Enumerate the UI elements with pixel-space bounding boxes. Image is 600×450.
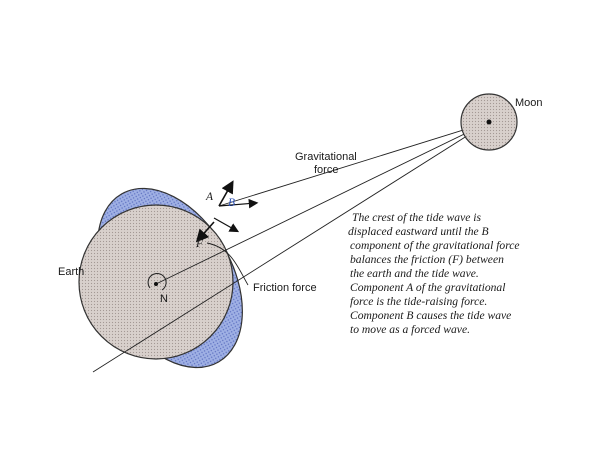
component-a-arrow: [218, 180, 234, 207]
gravitational-label-1: Gravitational: [295, 151, 357, 163]
friction-label: Friction force: [253, 282, 317, 294]
component-a-label: A: [205, 191, 214, 203]
gravitational-force-line: [218, 121, 490, 207]
caption-line: The crest of the tide wave is: [352, 211, 481, 224]
friction-f-label: F: [195, 238, 204, 250]
rotation-arrow: [147, 273, 167, 291]
north-pole-dot: [154, 282, 158, 286]
caption-line: to move as a forced wave.: [350, 323, 470, 336]
caption-line: component of the gravitational force: [350, 239, 520, 252]
caption-line: force is the tide-raising force.: [350, 295, 487, 308]
moon-label: Moon: [515, 97, 543, 109]
component-b-label: B: [228, 197, 235, 209]
moon-center-dot: [486, 119, 492, 125]
caption-line: balances the friction (F) between: [350, 253, 504, 266]
axis-line: [92, 121, 490, 373]
north-pole-label: N: [160, 293, 168, 305]
caption-line: Component B causes the tide wave: [350, 309, 511, 322]
caption: The crest of the tide wave is displaced …: [348, 211, 520, 336]
earth-label: Earth: [58, 266, 84, 278]
friction-arrow: [195, 221, 215, 243]
caption-line: the earth and the tide wave.: [350, 267, 479, 280]
component-b-arrow: [218, 198, 259, 209]
center-to-moon-line: [155, 121, 490, 285]
caption-line: Component A of the gravitational: [350, 281, 505, 294]
caption-line: displaced eastward until the B: [348, 225, 489, 238]
friction-leader: [206, 242, 249, 286]
friction-tangent-arrow: [213, 217, 240, 233]
gravitational-label-2: force: [314, 164, 338, 176]
